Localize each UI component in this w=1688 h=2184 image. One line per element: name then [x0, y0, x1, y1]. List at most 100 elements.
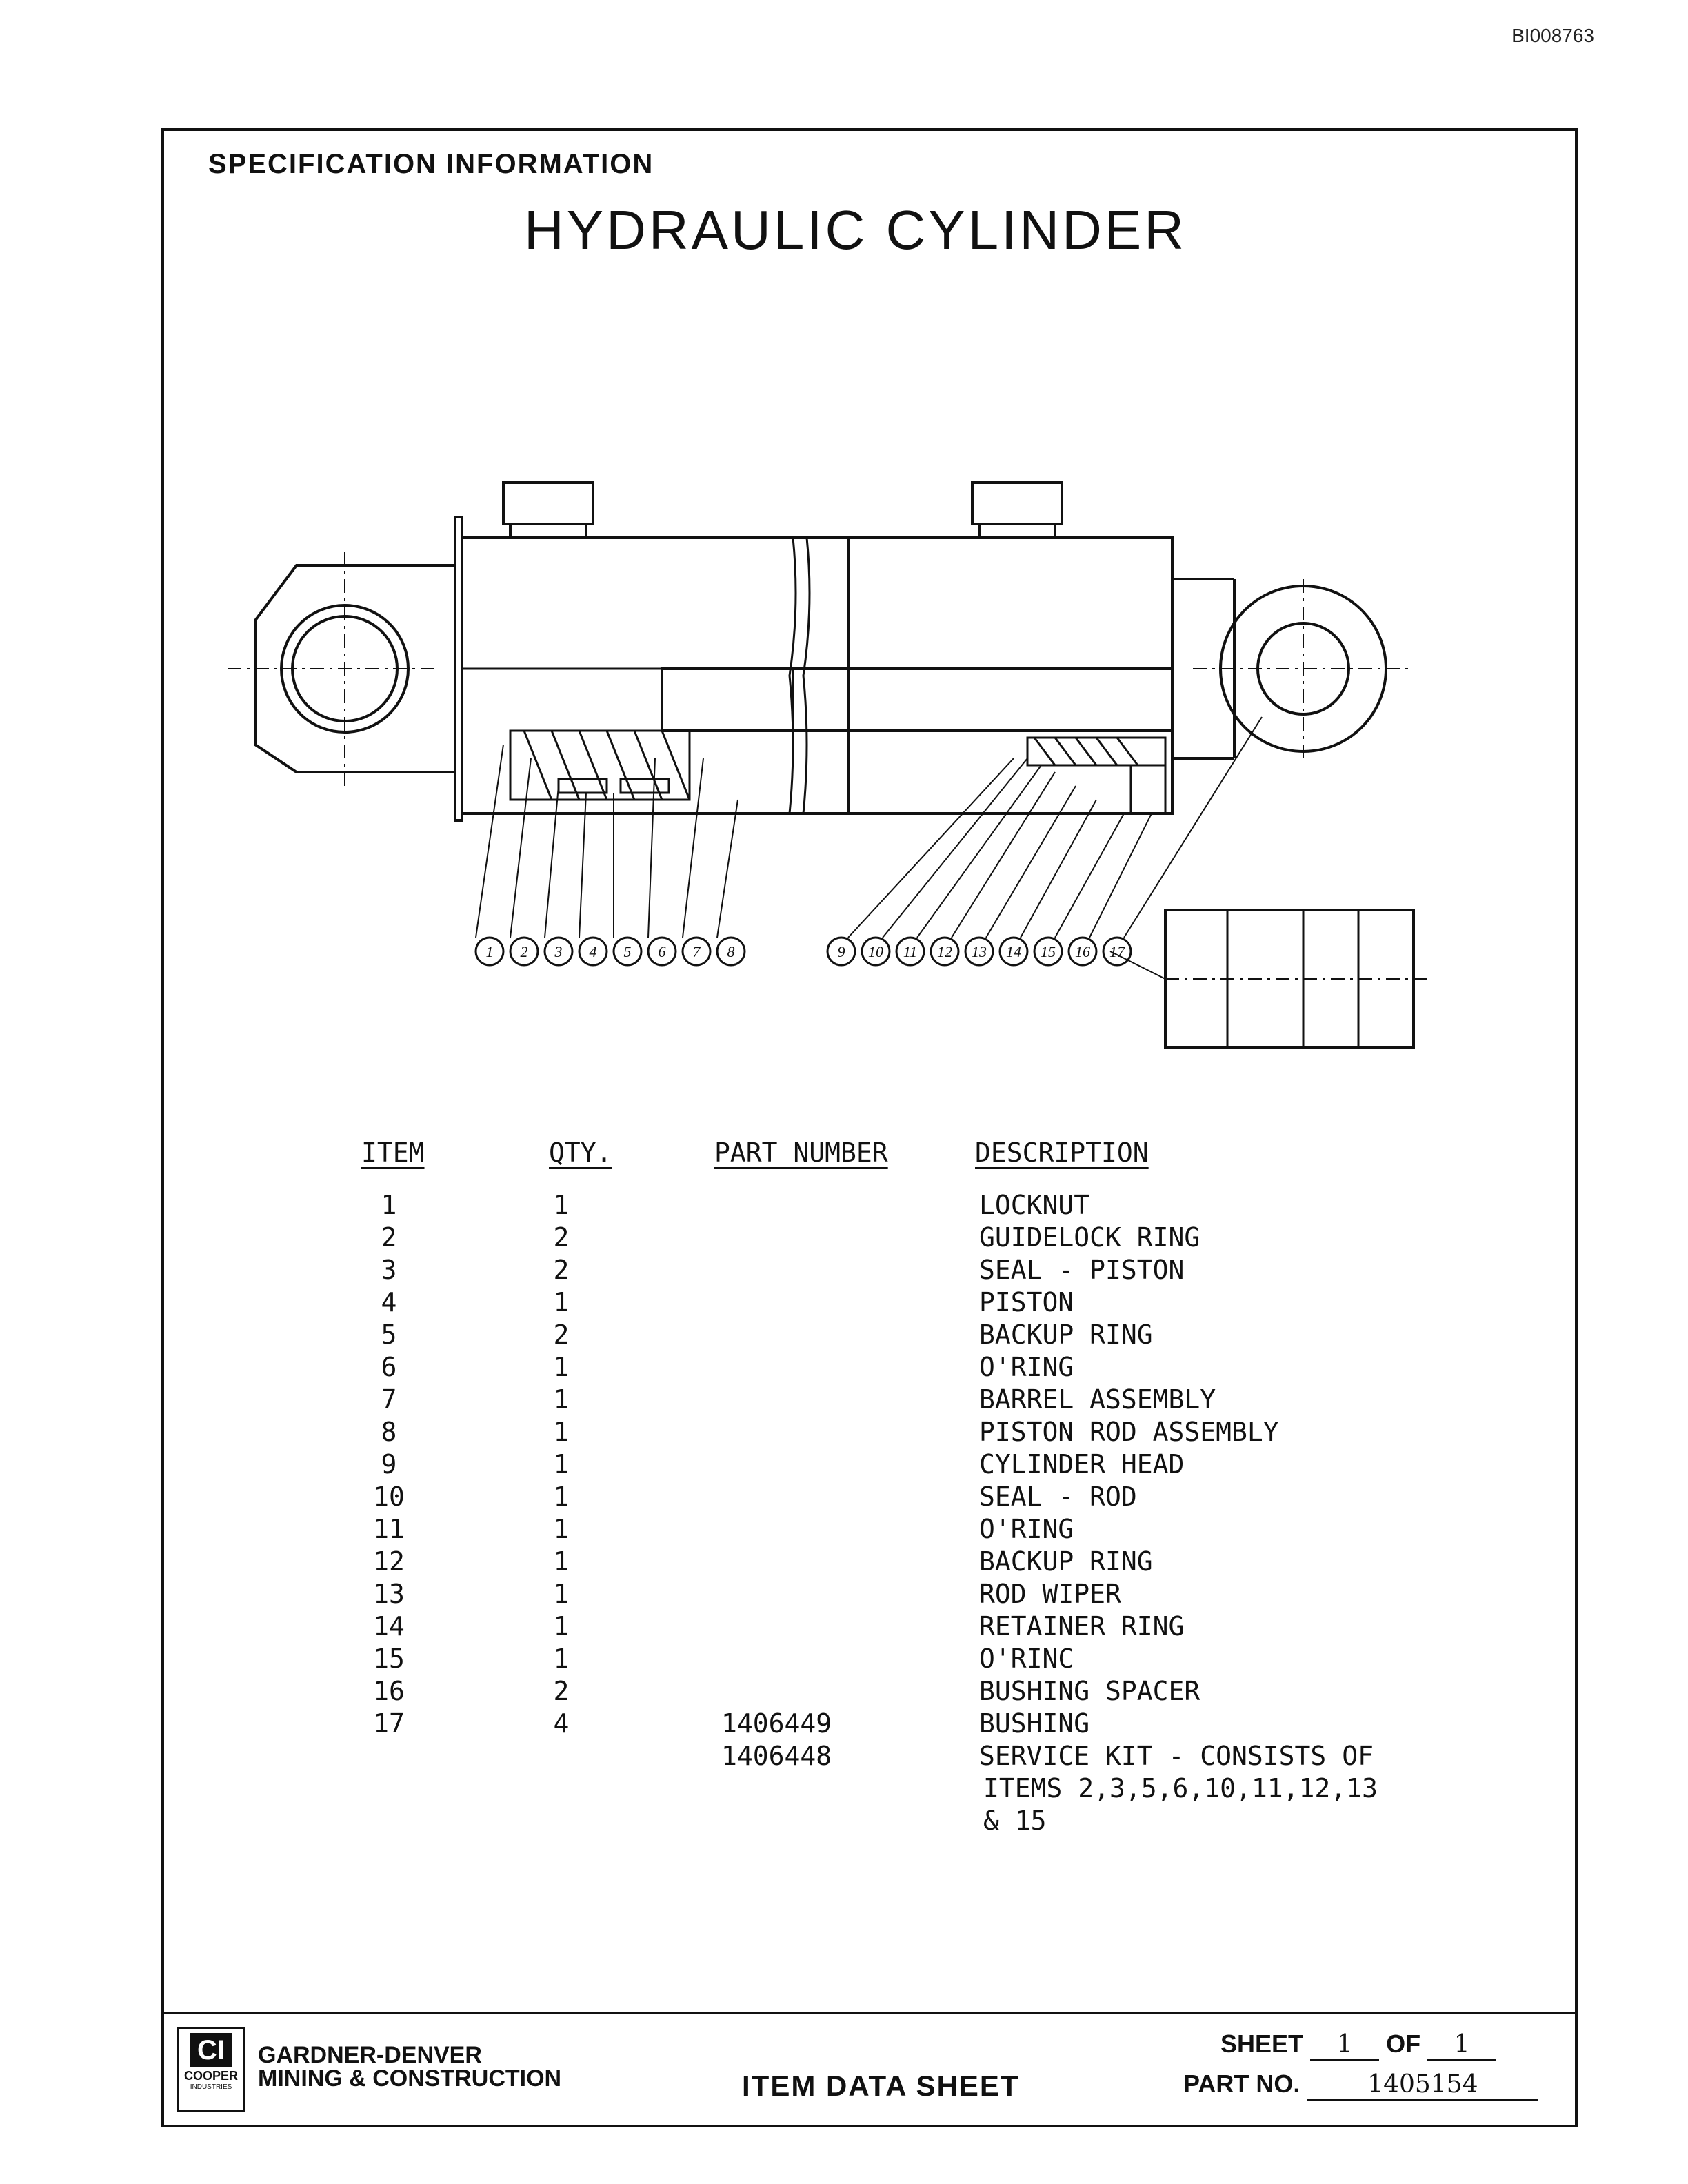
sheet-total: 1	[1427, 2030, 1497, 2061]
sheet-info: SHEET 1 OF 1 PART NO. 1405154	[1183, 2030, 1539, 2101]
cell-qty: 2	[553, 1676, 570, 1706]
callout-4: 4	[590, 943, 597, 960]
cell-item: 10	[373, 1482, 405, 1512]
cell-qty: 1	[553, 1579, 570, 1609]
cell-qty: 1	[553, 1449, 570, 1479]
section-header: SPECIFICATION INFORMATION	[208, 149, 654, 179]
cell-qty: 1	[553, 1514, 570, 1544]
callout-10: 10	[868, 943, 883, 960]
footer-divider	[161, 2012, 1578, 2014]
left-clevis	[228, 552, 455, 786]
cell-description: O'RING	[979, 1514, 1074, 1544]
header-qty: QTY.	[549, 1138, 612, 1168]
cell-item: 4	[381, 1287, 397, 1317]
cell-qty: 1	[553, 1611, 570, 1641]
callout-2: 2	[521, 943, 528, 960]
callout-markers	[474, 936, 1132, 967]
description-continuation: ITEMS 2,3,5,6,10,11,12,13	[983, 1773, 1378, 1803]
cell-item: 3	[381, 1255, 397, 1285]
leader-lines	[475, 716, 1263, 938]
cell-item: 15	[373, 1644, 405, 1674]
sheet-frame	[161, 128, 1578, 2127]
piston-section	[509, 729, 1167, 815]
table-row: 17 4 1406449 BUSHING	[331, 1708, 1503, 1741]
callout-8: 8	[727, 943, 735, 960]
cell-item: 16	[373, 1676, 405, 1706]
company-name: GARDNER-DENVER MINING & CONSTRUCTION	[258, 2043, 561, 2090]
callout-7: 7	[693, 943, 701, 960]
cell-item: 7	[381, 1384, 397, 1415]
cell-description: SERVICE KIT - CONSISTS OF	[979, 1741, 1374, 1771]
callout-9: 9	[838, 943, 845, 960]
cell-item: 2	[381, 1222, 397, 1253]
callout-14: 14	[1006, 943, 1021, 960]
callout-13: 13	[972, 943, 987, 960]
cell-item: 9	[381, 1449, 397, 1479]
header-description: DESCRIPTION	[975, 1138, 1149, 1168]
cell-description: LOCKNUT	[979, 1190, 1090, 1220]
callout-6: 6	[659, 943, 666, 960]
cell-item: 17	[373, 1708, 405, 1739]
sheet-label: SHEET	[1220, 2030, 1304, 2058]
part-no-label: PART NO.	[1183, 2070, 1300, 2098]
description-continuation: & 15	[983, 1806, 1047, 1836]
cell-item: 12	[373, 1546, 405, 1577]
company-logo: CI COOPER INDUSTRIES	[177, 2027, 245, 2112]
callout-1: 1	[486, 943, 494, 960]
cell-description: RETAINER RING	[979, 1611, 1185, 1641]
logo-mark: CI	[190, 2033, 232, 2067]
sheet-title: ITEM DATA SHEET	[742, 2070, 1020, 2102]
callout-labels: 1 2 3 4 5 6 7 8 9 10 11 12 13 14 15 16 1…	[486, 943, 1126, 960]
table-row: 5 2 BACKUP RING	[331, 1320, 1503, 1352]
cell-description: SEAL - ROD	[979, 1482, 1137, 1512]
of-label: OF	[1386, 2030, 1421, 2058]
callout-5: 5	[624, 943, 632, 960]
cell-qty: 1	[553, 1546, 570, 1577]
table-row: 12 1 BACKUP RING	[331, 1546, 1503, 1579]
cell-qty: 1	[553, 1384, 570, 1415]
callout-11: 11	[903, 943, 917, 960]
table-row: 9 1 CYLINDER HEAD	[331, 1449, 1503, 1482]
callout-16: 16	[1075, 943, 1090, 960]
cell-qty: 1	[553, 1190, 570, 1220]
cell-description: CYLINDER HEAD	[979, 1449, 1185, 1479]
cell-item: 5	[381, 1320, 397, 1350]
header-item: ITEM	[361, 1138, 425, 1168]
cell-item: 11	[373, 1514, 405, 1544]
cell-description: BUSHING	[979, 1708, 1090, 1739]
cell-description: O'RINC	[979, 1644, 1074, 1674]
cell-description: GUIDELOCK RING	[979, 1222, 1200, 1253]
sheet-number: 1	[1310, 2030, 1380, 2061]
cell-description: PISTON ROD ASSEMBLY	[979, 1417, 1279, 1447]
cell-qty: 1	[553, 1352, 570, 1382]
cell-item: 6	[381, 1352, 397, 1382]
cell-description: BACKUP RING	[979, 1320, 1153, 1350]
cell-part-number: 1406449	[721, 1708, 832, 1739]
cell-item: 1	[381, 1190, 397, 1220]
document-id: BI008763	[1511, 25, 1594, 46]
cell-description: BACKUP RING	[979, 1546, 1153, 1577]
bushing-detail	[1109, 909, 1427, 1049]
cell-qty: 1	[553, 1644, 570, 1674]
cell-qty: 1	[553, 1287, 570, 1317]
cell-qty: 2	[553, 1255, 570, 1285]
cell-item: 8	[381, 1417, 397, 1447]
table-row: 15 1 O'RINC	[331, 1644, 1503, 1676]
cell-qty: 2	[553, 1320, 570, 1350]
cylinder-drawing: 1 2 3 4 5 6 7 8 9 10 11 12 13 14 15 16 1…	[228, 481, 1427, 1049]
barrel	[454, 481, 1236, 822]
callout-3: 3	[554, 943, 563, 960]
callout-15: 15	[1041, 943, 1056, 960]
cell-qty: 1	[553, 1482, 570, 1512]
cell-qty: 4	[553, 1708, 570, 1739]
company-line-2: MINING & CONSTRUCTION	[258, 2065, 562, 2092]
